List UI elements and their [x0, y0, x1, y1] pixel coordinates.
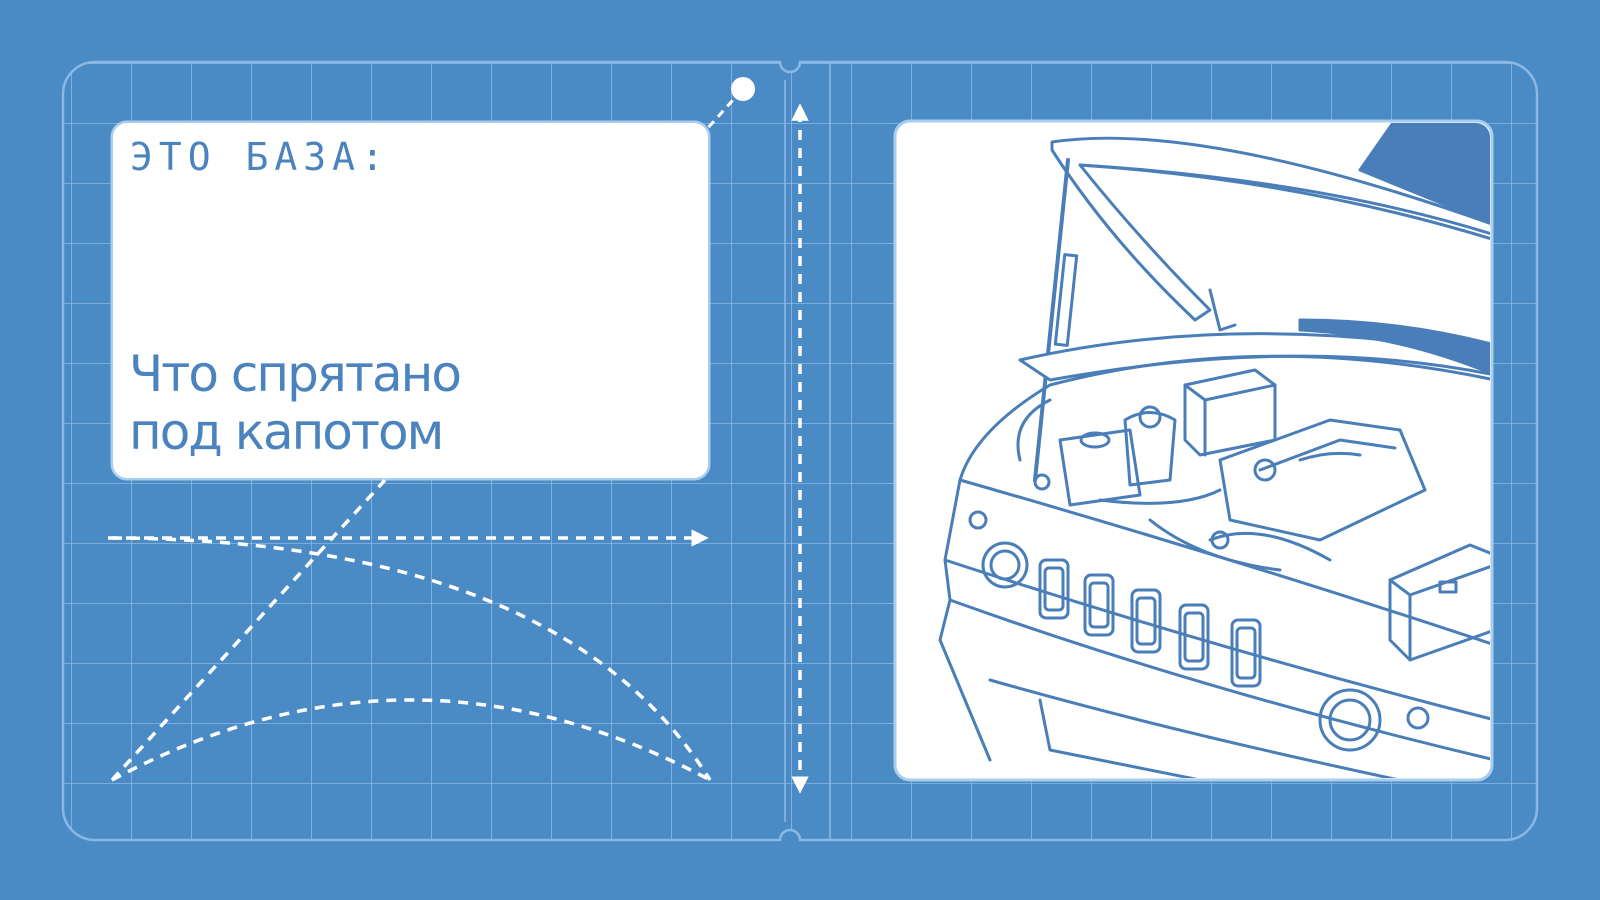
headline-line-1: Что спрятано: [129, 345, 462, 403]
trajectory-diagram: [108, 478, 712, 782]
title-card: ЭТО БАЗА: Что спрятано под капотом: [113, 123, 708, 478]
connector-dot-icon: [704, 77, 755, 132]
headline: Что спрятано под капотом: [129, 345, 689, 461]
eyebrow-label: ЭТО БАЗА:: [130, 135, 390, 179]
car-engine-illustration: [893, 119, 1494, 782]
headline-line-2: под капотом: [129, 403, 444, 461]
